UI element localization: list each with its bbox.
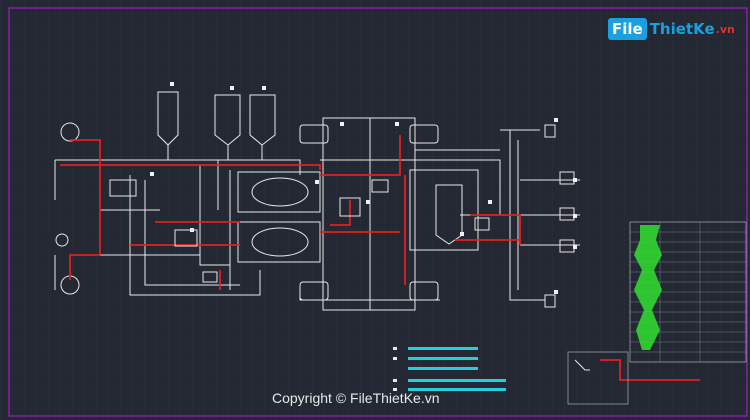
brake-schematic — [54, 91, 580, 311]
legend — [393, 347, 506, 391]
green-profile — [634, 225, 662, 350]
copyright-text: Copyright © FileThietKe.vn — [272, 390, 440, 406]
brand-logo-suffix: .vn — [715, 22, 735, 36]
tank-1 — [157, 91, 179, 146]
brand-logo-text: ThietKe — [649, 20, 715, 38]
tank-2 — [214, 94, 241, 146]
drawing-frame — [8, 7, 748, 417]
component-markers — [150, 82, 577, 294]
air-pressure-lines — [60, 135, 700, 381]
brand-logo-badge: File — [608, 18, 647, 40]
tank-3 — [249, 94, 276, 146]
brand-logo[interactable]: File ThietKe .vn — [608, 14, 735, 44]
spec-table — [567, 221, 747, 405]
